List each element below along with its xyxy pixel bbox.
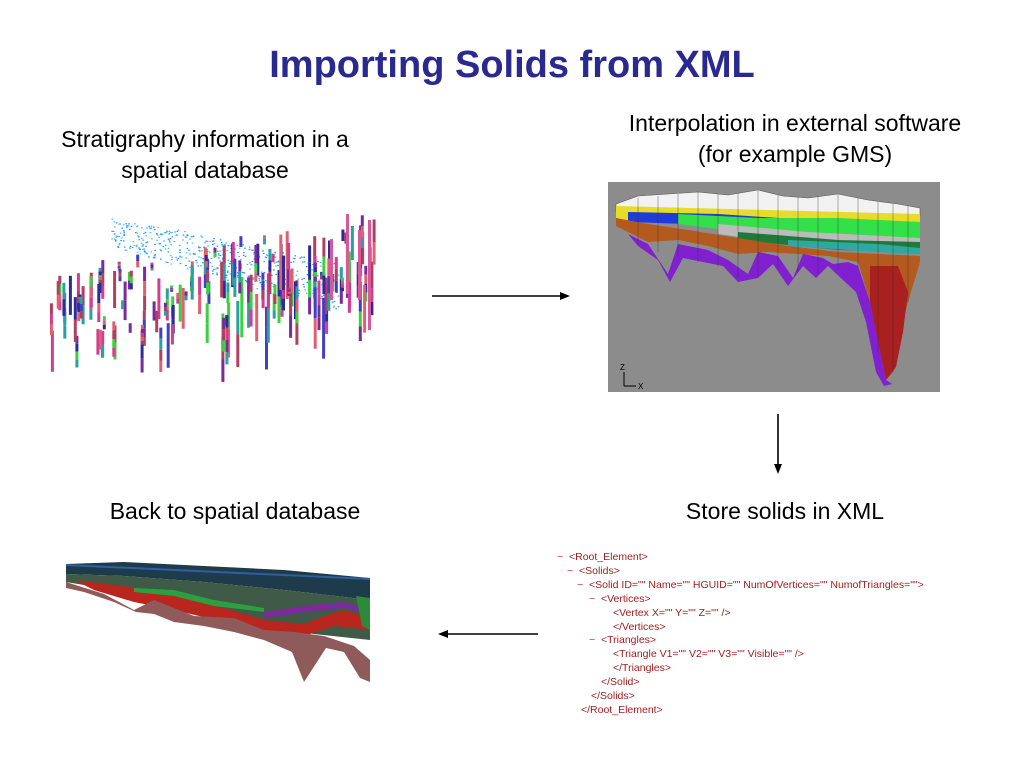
caption-stratigraphy: Stratigraphy information in a spatial da… [20,124,390,186]
caption-store-xml: Store solids in XML [685,498,885,524]
solids-in-database-image [66,562,370,682]
caption-interpolation-line2: (for example GMS) [697,141,893,167]
gms-axis-z: Z [620,363,625,372]
caption-back-to-database: Back to spatial database [109,498,361,524]
xml-collapse-toggle[interactable]: − [557,551,564,563]
borehole-stratigraphy-image [49,214,376,382]
xml-collapse-toggle[interactable]: − [577,578,584,591]
xml-line-text: </Solid> [601,676,640,689]
xml-line-text: <Vertex X="" Y="" Z="" /> [613,606,731,619]
caption-stratigraphy-line2: spatial database [121,157,289,183]
xml-line-text: <Root_Element> [569,551,648,563]
gms-axis-x: X [638,382,644,391]
xml-line-text: </Triangles> [613,662,671,675]
slide-title: Importing Solids from XML [269,44,755,86]
xml-line-text: <Solid ID="" Name="" HGUID="" NumOfVerti… [589,578,924,591]
caption-stratigraphy-line1: Stratigraphy information in a [61,126,349,152]
xml-collapse-toggle[interactable]: − [567,564,574,577]
xml-line-text: </Vertices> [613,620,666,633]
arrow-down [774,414,782,474]
xml-line-text: </Solids> [591,690,635,702]
xml-listing: −<Root_Element>−<Solids>−<Solid ID="" Na… [555,551,995,726]
xml-line-text: <Solids> [579,564,620,577]
xml-line-text: <Triangle V1="" V2="" V3="" Visible="" /… [613,648,804,661]
xml-collapse-toggle[interactable]: − [589,592,596,605]
arrow-right [432,292,570,300]
borehole-columns [49,214,376,382]
xml-line-text: </Root_Element> [581,703,663,716]
xml-line-text: <Triangles> [601,634,657,647]
gms-interpolation-image: Z X [608,182,940,392]
caption-interpolation: Interpolation in external software (for … [590,108,1000,170]
xml-line-text: <Vertices> [601,592,651,605]
arrow-left [438,630,538,638]
caption-interpolation-line1: Interpolation in external software [628,110,962,136]
xml-collapse-toggle[interactable]: − [589,634,596,647]
